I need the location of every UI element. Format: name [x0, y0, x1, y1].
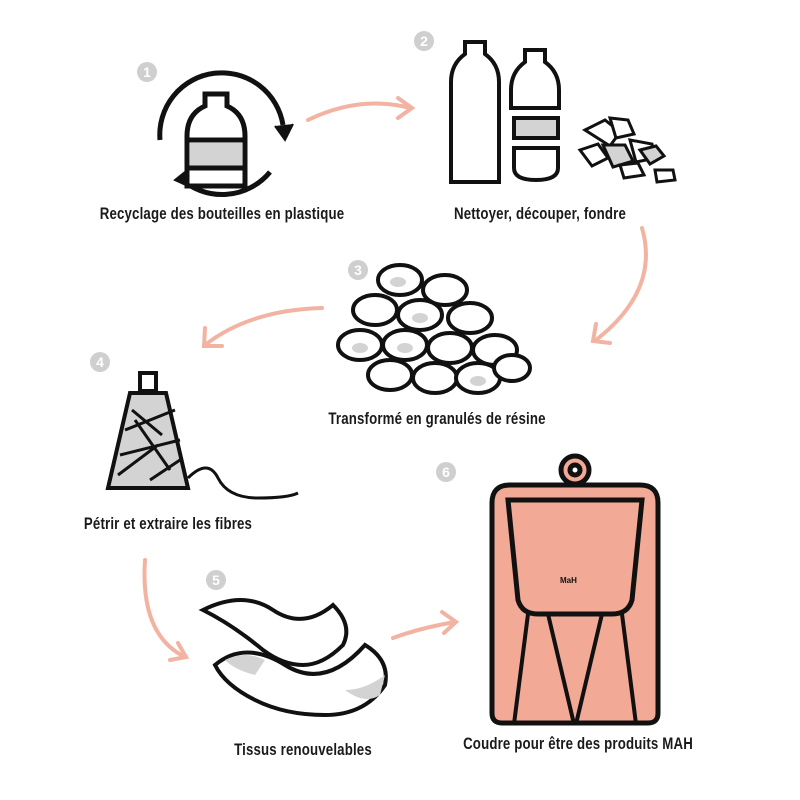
step-number-badge: 4: [90, 352, 110, 372]
step-number-badge: 6: [436, 462, 456, 482]
step-label: Transformé en granulés de résine: [328, 409, 546, 428]
arrow-4-to-5: [142, 558, 187, 659]
step-label: Recyclage des bouteilles en plastique: [99, 204, 345, 223]
step-label: Nettoyer, découper, fondre: [453, 204, 627, 223]
backpack-icon: [489, 453, 661, 726]
arrow-1-to-2: [306, 101, 412, 122]
resin-pellets-icon: [336, 263, 532, 395]
arrow-5-to-6: [391, 620, 457, 640]
cut-bottles-icon: [449, 40, 677, 184]
arrow-2-to-3: [594, 226, 648, 342]
step-label: Tissus renouvelables: [234, 740, 372, 759]
fabric-icon: [198, 598, 388, 718]
recycle-bottle-icon: [157, 70, 294, 198]
step-label: Pétrir et extraire les fibres: [83, 514, 253, 533]
thread-spool-icon: [105, 371, 299, 500]
backpack-logo: MaH: [560, 576, 577, 585]
step-number-badge: 5: [206, 570, 226, 590]
step-number-badge: 3: [348, 260, 368, 280]
step-label: Coudre pour être des produits MAH: [463, 734, 693, 753]
step-number-badge: 1: [137, 62, 157, 82]
arrow-3-to-4: [203, 306, 324, 347]
step-number-badge: 2: [414, 31, 434, 51]
